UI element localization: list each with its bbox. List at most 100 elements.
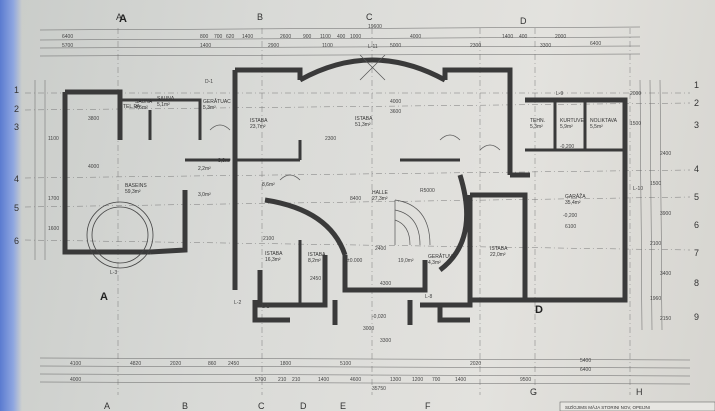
dim-b2-4: 210 [292,377,301,383]
dim-mid-7: 3000 [363,326,374,332]
room-istaba-main-area: 51,3m² [355,122,371,128]
room-nolikt: NOLIKTAVA [590,118,618,124]
room-tehn-area: 5,3m² [530,124,543,130]
axis-bottom-e: E [340,401,346,411]
dim-top-14: 2000 [555,34,566,40]
dim-b2-8: 1200 [412,377,423,383]
room-istaba-s: ISTABA [308,252,326,258]
axis-right-9: 9 [694,312,699,322]
dim-mid-11: 3600 [390,109,401,115]
label-l1: L-1 [262,304,269,310]
label-l9: L-9 [556,91,563,97]
axis-left-1: 1 [14,85,19,95]
axis-right-3: 3 [694,120,699,130]
room-kurtuve: KURTUVE [560,118,584,124]
dim-top-5: 1400 [242,34,253,40]
section-mark-a: A [100,291,108,303]
dim-top2-3: 2900 [268,43,279,49]
axis-left-5: 5 [14,203,19,213]
dim-top-10: 1000 [350,34,361,40]
dim-left-3: 1100 [48,136,59,142]
dim-top2-2: 1400 [200,43,211,49]
label-l3: L-3 [110,270,117,276]
dim-mid-8: 3300 [380,338,391,344]
bottom-dimension-lines [39,357,691,385]
axis-bottom-h: H [636,387,643,397]
dim-top-3: 700 [214,34,223,40]
label-d1: D-1 [205,79,213,85]
label-l8: L-8 [425,294,432,300]
axis-bottom-f: F [425,401,431,411]
dim-b2-3: 210 [278,377,287,383]
room-kurtuve-area: 5,9m² [560,124,573,130]
dim-b2-10: 1400 [455,377,466,383]
dim-right-1: 2000 [630,91,641,97]
room-garage-area: 35,4m² [565,200,581,206]
room-garage: GARĀŽA [565,192,586,200]
axis-right-4: 4 [694,164,699,174]
dim-b1-5: 2450 [228,361,239,367]
room-nolikt-area: 5,5m² [590,124,603,130]
room-halle: HALLE [372,190,389,196]
dim-b1-3: 2020 [170,361,181,367]
dim-left-2: 4000 [88,164,99,170]
axis-top-c: C [366,12,373,22]
room-garderobe-s-area: 4,3m² [428,260,441,266]
dim-b2-7: 1300 [390,377,401,383]
room-small2: 2,2m² [198,166,211,172]
element-labels: L-1 L-2 L-3 L-8 L-9 L-10 L-11 D-1 [110,44,643,310]
axis-bottom-a: A [104,401,110,411]
axis-left-4: 4 [14,174,19,184]
room-istaba-sw-area: 16,3m² [265,257,281,263]
dim-mid-12: 2300 [325,136,336,142]
dim-top-8: 1100 [320,34,331,40]
dim-left-1: 3800 [88,116,99,122]
dim-right-8: 1960 [650,296,661,302]
interior-dimensions: 2400 ±0.000 19,0m² -0,020 4300 2450 3000… [48,91,671,344]
dim-top2-6: 2300 [470,43,481,49]
axis-bottom-d: D [300,401,307,411]
top-dimensions: 19600 6400 800 700 620 1400 2600 900 110… [62,24,601,49]
dim-right-3: 2400 [660,151,671,157]
axis-left-3: 3 [14,122,19,132]
grid-lines [24,28,691,395]
dim-mid-10: 4000 [390,99,401,105]
room-sauna: SAUNA [135,99,153,105]
axis-top-d: D [520,16,527,26]
axis-bottom-g: G [530,387,537,397]
axis-right-6: 6 [694,220,699,230]
dim-b2-9: 700 [432,377,441,383]
axis-top-b: B [257,12,263,22]
title-block-text: SIZĪGJIMS MĀJA STORINI NOV, OPEIJNI [565,404,650,410]
room-tus: TEL.PA [123,104,141,110]
room-shower: SAUNA [157,96,175,102]
dim-b1-7: 5100 [340,361,351,367]
dim-top-11: 4000 [410,34,421,40]
title-block [559,401,715,411]
dim-right-4: 1500 [650,181,661,187]
room-garderobe-s: GERÂTUVE [428,253,456,260]
room-small1: 3,0m² [198,192,211,198]
dim-b2-2: 5700 [255,377,266,383]
dim-top2-4: 1100 [322,43,333,49]
section-mark-d: D [535,304,543,316]
dim-left-4: 1700 [48,196,59,202]
dim-mid-9: 2100 [263,236,274,242]
room-small4: 8,6m² [262,182,275,188]
dim-mid-4: -0,020 [372,314,386,320]
room-istaba-se-area: 22,0m² [490,252,506,258]
axis-right-7: 7 [694,248,699,258]
dim-right-7: 3400 [660,271,671,277]
dim-top-7: 900 [303,34,312,40]
dim-bottom-total: 35750 [372,386,386,392]
room-istaba-main: ISTABA [355,116,373,122]
axis-right-8: 8 [694,278,699,288]
room-basein-area: 59,3m² [125,189,141,195]
room-istaba-se: ISTABA [490,246,508,252]
room-basein: BASEINS [125,183,147,189]
dim-mid-1: 2400 [375,246,386,252]
dim-top2-7: 3300 [540,43,551,49]
dim-b2-12: 6400 [580,367,591,373]
dim-mid-15: -0,200 [560,144,574,150]
dim-right-9: 2150 [660,316,671,322]
